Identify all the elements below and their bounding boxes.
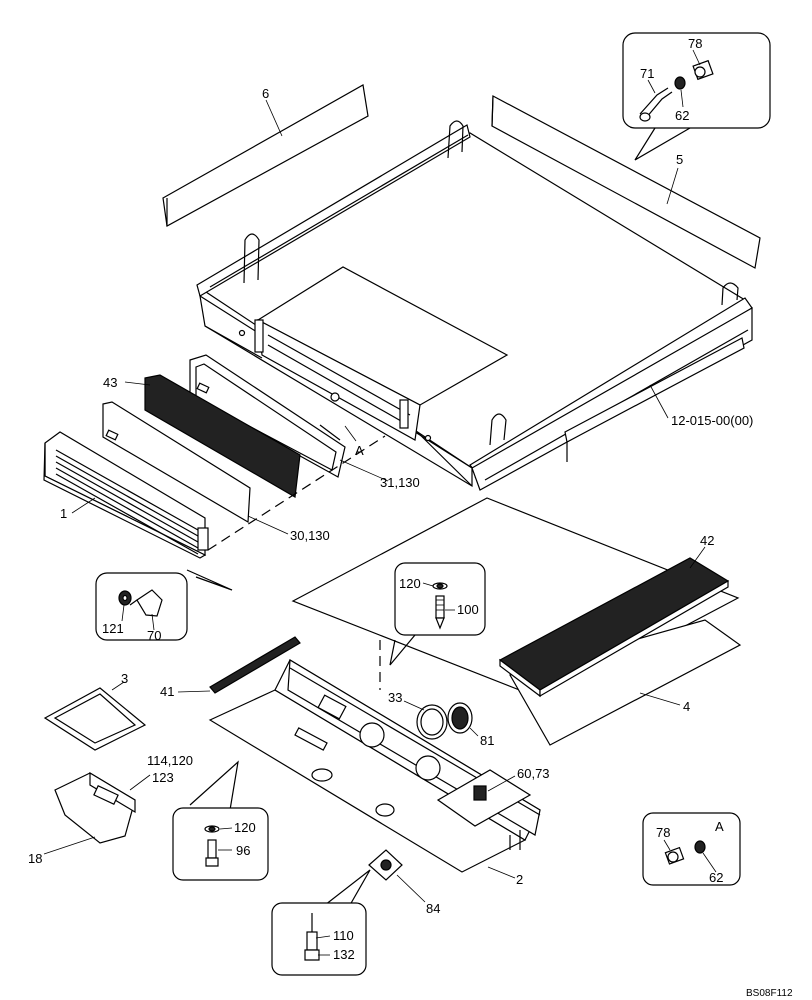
part-42-mat <box>498 557 730 698</box>
part-18-box <box>54 771 136 844</box>
label-81: 81 <box>480 733 494 748</box>
label-62-top: 62 <box>675 108 689 123</box>
label-3: 3 <box>121 671 128 686</box>
label-A-inset: A <box>715 819 724 834</box>
label-4: 4 <box>683 699 690 714</box>
detail-box-120-96 <box>172 760 269 881</box>
label-132: 132 <box>333 947 355 962</box>
part-31-panel <box>189 354 346 478</box>
label-78-top: 78 <box>688 36 702 51</box>
label-5: 5 <box>676 152 683 167</box>
label-6: 6 <box>262 86 269 101</box>
label-121: 121 <box>102 621 124 636</box>
detail-box-71-78-62 <box>622 32 771 161</box>
part-30-panel <box>102 401 251 524</box>
label-70: 70 <box>147 628 161 643</box>
label-42: 42 <box>700 533 714 548</box>
label-123: 123 <box>152 770 174 785</box>
part-6-strip <box>162 84 369 227</box>
label-120-lower: 120 <box>234 820 256 835</box>
part-43-grille <box>144 374 301 498</box>
part-41-bar <box>209 636 301 694</box>
label-12-015: 12-015-00(00) <box>671 413 753 428</box>
label-2: 2 <box>516 872 523 887</box>
label-62-A: 62 <box>709 870 723 885</box>
label-1: 1 <box>60 506 67 521</box>
label-114-120: 114,120 <box>147 753 193 768</box>
roof-assembly <box>196 120 753 491</box>
part-3-tray <box>43 687 147 751</box>
label-43: 43 <box>103 375 117 390</box>
part-2-bracket <box>208 658 541 873</box>
part-1-louver <box>43 431 209 559</box>
detail-box-121-70 <box>95 569 233 641</box>
detail-box-A <box>642 812 741 886</box>
label-84: 84 <box>426 901 440 916</box>
label-96: 96 <box>236 843 250 858</box>
label-100: 100 <box>457 602 479 617</box>
label-41: 41 <box>160 684 174 699</box>
part-84-plate <box>368 849 403 881</box>
detail-box-110-132 <box>271 869 371 976</box>
label-31-130: 31,130 <box>380 475 420 490</box>
label-A-top: A <box>355 443 364 458</box>
label-110: 110 <box>333 928 354 943</box>
label-60-73: 60,73 <box>517 766 550 781</box>
callout-labels: 6 5 78 71 62 43 A 1 31,130 30,130 12-015… <box>28 36 793 999</box>
detail-box-120-100 <box>389 562 486 666</box>
parts-33-81-rings <box>416 702 473 740</box>
label-30-130: 30,130 <box>290 528 330 543</box>
label-78-A: 78 <box>656 825 670 840</box>
label-71: 71 <box>640 66 654 81</box>
drawing-code: BS08F112 <box>746 988 793 999</box>
label-18: 18 <box>28 851 42 866</box>
leader-lines <box>43 49 717 956</box>
label-33: 33 <box>388 690 402 705</box>
label-120-inset: 120 <box>399 576 421 591</box>
